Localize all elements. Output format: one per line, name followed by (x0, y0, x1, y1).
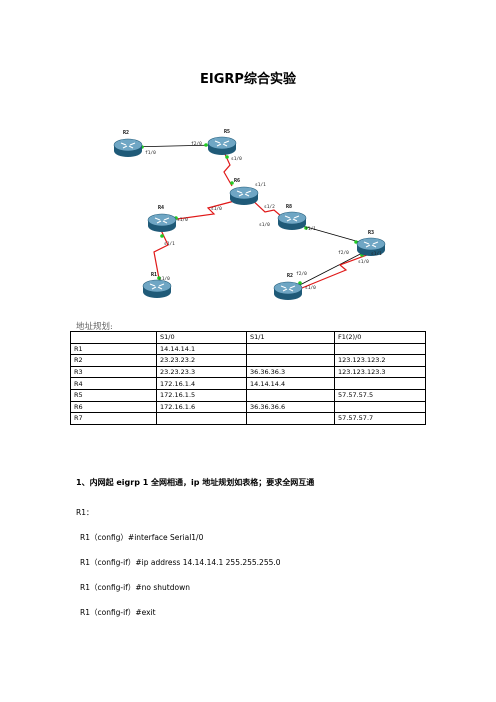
link-r3-r2b (293, 247, 373, 289)
port-label: s1/0 (231, 156, 242, 162)
router-icon-r6 (229, 186, 259, 206)
table-cell: 14.14.14.4 (246, 377, 335, 390)
router-icon-r8 (277, 211, 307, 231)
table-cell (334, 342, 426, 356)
table-cell: 123.123.123.3 (334, 365, 426, 379)
table-cell: F1(2)/0 (334, 331, 426, 344)
table-cell (246, 342, 335, 356)
table-cell: 36.36.36.6 (246, 400, 335, 414)
port-label: s1/0 (358, 259, 369, 265)
port-label: f1/0 (145, 150, 156, 156)
serial-link-r6-r4 (169, 198, 243, 221)
port-label: s1/0 (159, 276, 170, 282)
config-command: R1（config-if）#no shutdown (80, 583, 190, 592)
table-cell: 23.23.23.2 (156, 354, 247, 367)
table-cell: R4 (70, 377, 157, 390)
table-cell (334, 400, 426, 414)
port-label: s1/1 (164, 241, 175, 247)
config-command: R1（config-if）#ip address 14.14.14.1 255.… (80, 558, 281, 567)
table-cell: R5 (70, 388, 157, 402)
serial-link-r4-r1 (153, 227, 169, 285)
port-dots (140, 143, 364, 285)
router-label: R1 (151, 272, 157, 278)
table-row: R7 57.57.57.7 (70, 412, 426, 425)
router-icon-r5 (207, 136, 237, 156)
addressing-heading: 地址规划: (76, 322, 113, 332)
table-cell (156, 412, 247, 425)
table-cell: R7 (70, 412, 157, 425)
table-cell: 172.16.1.4 (156, 377, 247, 390)
config-command: R1（config-if）#exit (80, 608, 156, 617)
port-label: s1/0 (211, 206, 222, 212)
table-cell (246, 388, 335, 402)
table-cell (70, 331, 157, 344)
config-command: R1（config）#interface Serial1/0 (80, 533, 204, 542)
table-cell: R1 (70, 342, 157, 356)
table-cell: S1/0 (156, 331, 247, 344)
table-cell: R2 (70, 354, 157, 367)
router-icon-r1 (142, 279, 172, 299)
port-label: s1/0 (177, 217, 188, 223)
router-icon-r2 (113, 138, 143, 158)
table-cell (246, 412, 335, 425)
table-cell (334, 377, 426, 390)
serial-link-r3-r2b (296, 251, 376, 291)
router-label: R3 (368, 230, 374, 236)
router-icon-r2b (273, 281, 303, 301)
port-label: s1/1 (371, 251, 382, 257)
table-cell: R6 (70, 400, 157, 414)
table-cell: 172.16.1.6 (156, 400, 247, 414)
router-label: R5 (224, 129, 230, 135)
router-icon-r4 (147, 213, 177, 233)
port-label: f2/0 (296, 271, 307, 277)
table-cell: 57.57.57.5 (334, 388, 426, 402)
port-label: f2/0 (191, 141, 202, 147)
port-label: s1/0 (305, 285, 316, 291)
router-config-label: R1： (76, 508, 94, 517)
table-cell: R3 (70, 365, 157, 379)
table-cell: 57.57.57.7 (334, 412, 426, 425)
port-label: s1/2 (264, 204, 275, 210)
document-title: EIGRP综合实验 (200, 72, 296, 87)
router-label: R2 (287, 273, 293, 279)
router-label: R6 (234, 178, 240, 184)
router-label: R2 (123, 130, 129, 136)
port-label: s1/0 (259, 222, 270, 228)
port-label: f2/0 (338, 250, 349, 256)
section-heading: 1、内网起 eigrp 1 全网相通，ip 地址规划如表格；要求全网互通 (76, 478, 315, 487)
table-cell (246, 354, 335, 367)
table-cell: 123.123.123.2 (334, 354, 426, 367)
table-cell: S1/1 (246, 331, 335, 344)
port-label: s1/1 (255, 182, 266, 188)
port-label: f1/1 (305, 226, 316, 232)
router-label: R8 (286, 204, 292, 210)
table-cell: 23.23.23.3 (156, 365, 247, 379)
table-cell: 36.36.36.3 (246, 365, 335, 379)
table-cell: 14.14.14.1 (156, 342, 247, 356)
router-label: R4 (158, 205, 164, 211)
table-cell: 172.16.1.5 (156, 388, 247, 402)
